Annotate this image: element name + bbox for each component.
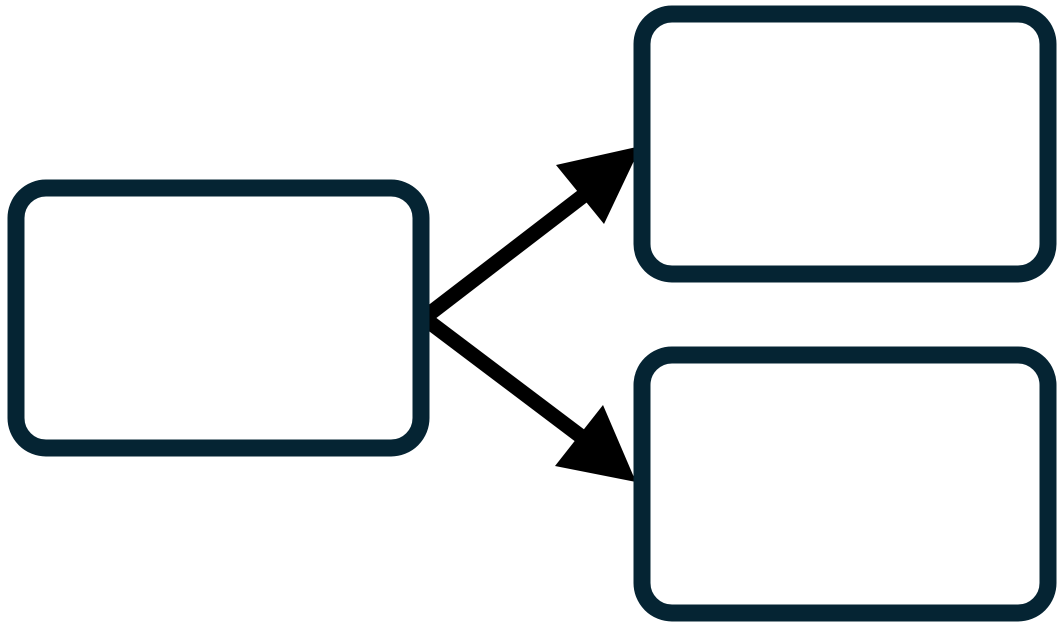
node-target-top[interactable] [633,5,1057,283]
connector-line [419,312,592,447]
node-target-bottom[interactable] [633,346,1057,622]
node-box [633,5,1057,283]
connector-line [419,186,593,324]
node-source[interactable] [7,179,430,457]
arrowhead-icon [555,405,636,482]
node-box [633,346,1057,622]
connector-source-to-bottom [419,312,636,482]
node-box [7,179,430,457]
arrowhead-icon [556,146,641,224]
connector-source-to-top [419,146,641,324]
